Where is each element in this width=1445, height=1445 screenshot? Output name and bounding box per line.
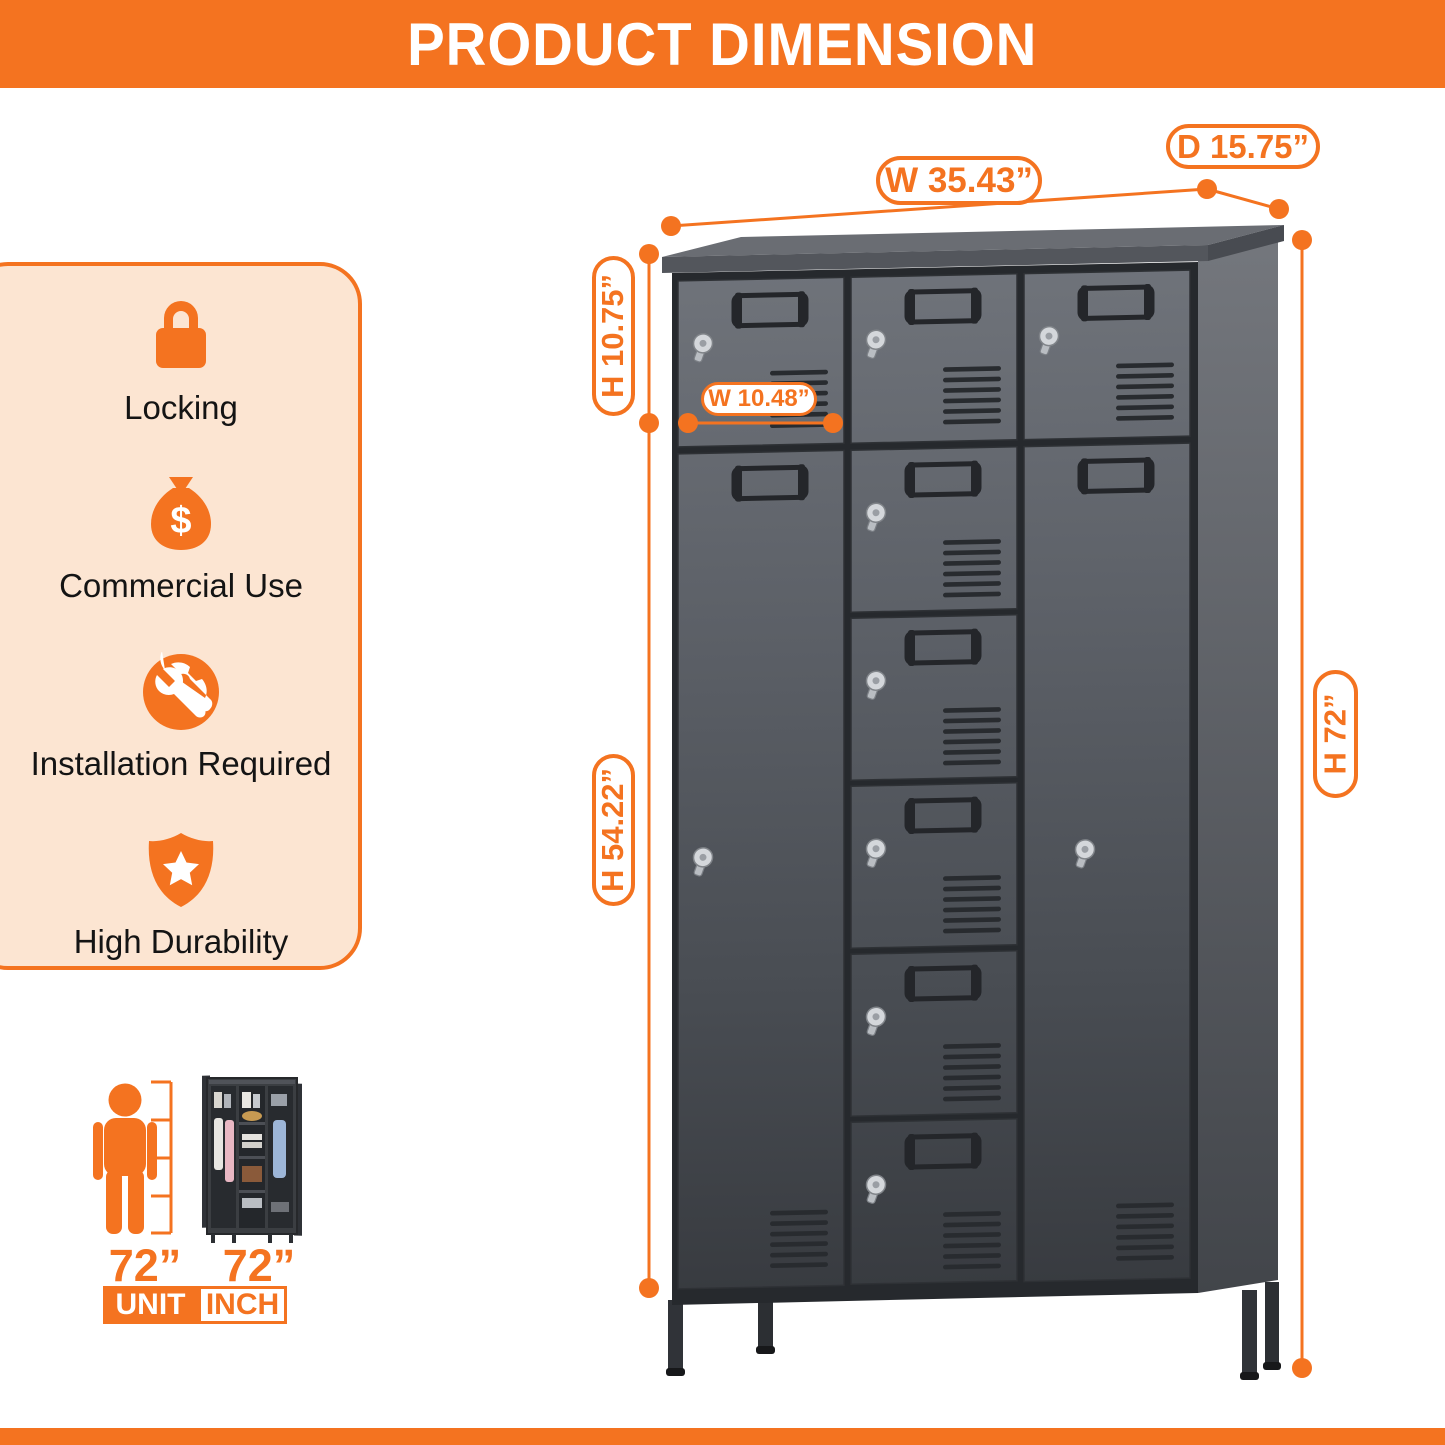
person-icon	[93, 1083, 157, 1234]
door-tall-left	[677, 449, 845, 1290]
door-mid-2	[850, 446, 1018, 614]
dimension-endpoints	[639, 179, 1312, 1378]
width-dimension-label: W 35.43”	[876, 156, 1042, 205]
door-width-dimension-label: W 10.48”	[701, 382, 817, 416]
door-mid-6	[850, 1118, 1018, 1286]
height-ruler	[151, 1080, 173, 1235]
overall-height-label: H 72”	[1313, 670, 1358, 798]
feature-locking: Locking	[124, 294, 238, 426]
person-height-label: 72”	[108, 1240, 182, 1291]
header-banner: PRODUCT DIMENSION	[0, 0, 1445, 88]
page-title: PRODUCT DIMENSION	[407, 10, 1038, 78]
feature-durability: High Durability	[73, 828, 289, 960]
locker-height-label: 72”	[222, 1240, 296, 1291]
locker-body	[662, 225, 1284, 1305]
feature-installation: Installation Required	[30, 650, 332, 782]
scale-reference-graphic	[93, 1075, 302, 1243]
unit-badge: UNIT INCH	[103, 1286, 287, 1324]
feature-label: Commercial Use	[59, 567, 303, 604]
feature-commercial-use: $ Commercial Use	[59, 472, 303, 604]
locker-top-face	[662, 225, 1284, 257]
door-tall-right	[1023, 442, 1191, 1283]
door-mid-1	[850, 273, 1018, 445]
feature-label: Locking	[124, 389, 238, 426]
feature-label: Installation Required	[30, 745, 332, 782]
locker-doors	[677, 269, 1191, 1290]
locker-top-cap-front	[662, 245, 1208, 273]
svg-text:$: $	[170, 500, 191, 542]
lower-section-height-label: H 54.22”	[592, 754, 635, 906]
locker-side-panel	[1198, 233, 1278, 1293]
locker-top-cap-side	[1208, 225, 1284, 261]
door-top-left	[677, 276, 845, 448]
top-section-height-label: H 10.75”	[592, 256, 635, 416]
unit-value: INCH	[198, 1286, 287, 1324]
footer-bar	[0, 1428, 1445, 1445]
door-top-right	[1023, 269, 1191, 441]
feature-panel: Locking $ Commercial Use Installation	[0, 262, 362, 970]
dimension-lines	[647, 187, 1304, 1368]
door-mid-4	[850, 782, 1018, 950]
door-mid-3	[850, 614, 1018, 782]
depth-dimension-line	[1206, 187, 1280, 211]
locker-legs	[666, 1282, 1281, 1380]
width-dimension-line	[670, 187, 1208, 228]
unit-label: UNIT	[103, 1286, 198, 1324]
feature-label: High Durability	[73, 923, 289, 960]
locker-illustration	[639, 179, 1312, 1380]
door-mid-5	[850, 950, 1018, 1118]
depth-dimension-label: D 15.75”	[1166, 124, 1320, 169]
mini-locker-image	[202, 1075, 302, 1243]
